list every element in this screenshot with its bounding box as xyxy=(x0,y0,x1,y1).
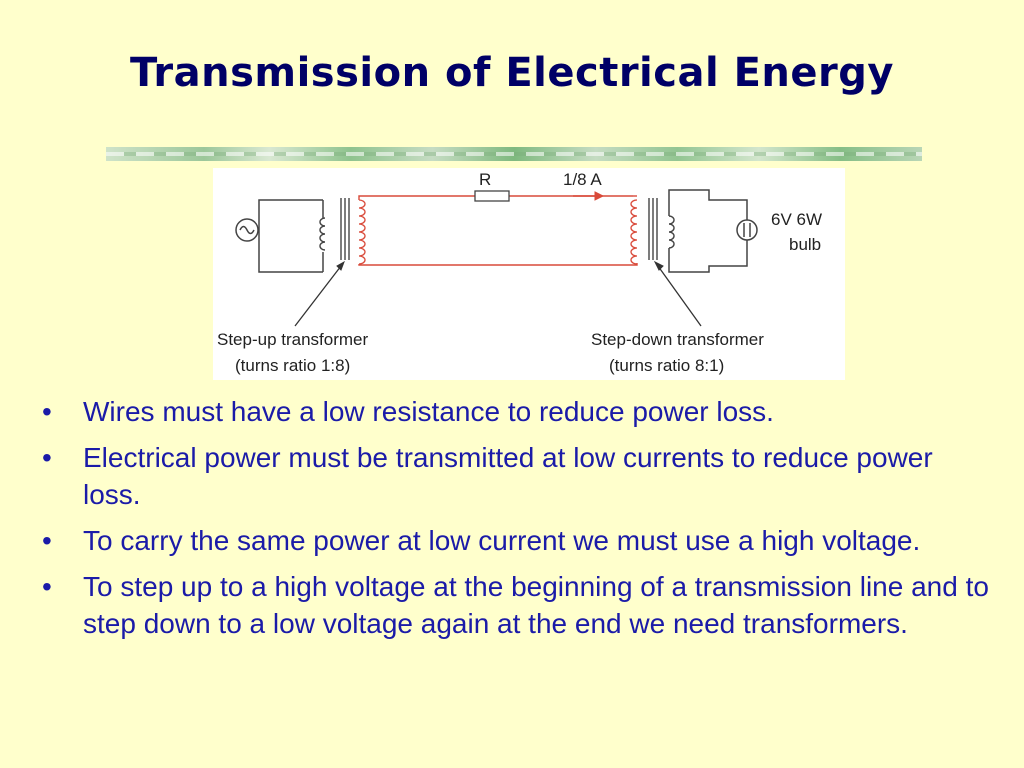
bullet-text: Wires must have a low resistance to redu… xyxy=(83,396,774,427)
bullet-text: Electrical power must be transmitted at … xyxy=(83,442,933,510)
stepdown-pointer-arrow xyxy=(653,260,702,327)
bulb-label-name: bulb xyxy=(789,235,821,254)
stepup-pointer-arrow xyxy=(294,260,345,327)
decorative-divider xyxy=(106,147,922,161)
bullet-marker: • xyxy=(42,571,52,602)
bullet-text: To carry the same power at low current w… xyxy=(83,525,921,556)
bullet-marker: • xyxy=(42,396,52,427)
resistor-icon xyxy=(474,190,510,202)
stepdown-transformer-icon xyxy=(648,198,675,260)
bullet-item: • Wires must have a low resistance to re… xyxy=(40,393,990,430)
transmission-diagram: R 1/8 A 6V 6W bulb Step-up transformer (… xyxy=(213,168,845,380)
stepdown-label: Step-down transformer xyxy=(591,330,764,349)
ac-source-icon xyxy=(235,218,259,242)
stepup-label: Step-up transformer xyxy=(217,330,369,349)
stepdown-ratio-label: (turns ratio 8:1) xyxy=(609,356,724,375)
stepdown-primary-coil xyxy=(630,199,638,265)
resistor-label: R xyxy=(479,170,491,189)
stepup-ratio-label: (turns ratio 1:8) xyxy=(235,356,350,375)
bulb-icon xyxy=(736,219,758,241)
stepup-transformer-icon xyxy=(319,198,350,260)
current-label: 1/8 A xyxy=(563,170,602,189)
bullet-text: To step up to a high voltage at the begi… xyxy=(83,571,989,639)
bullet-marker: • xyxy=(42,525,52,556)
bullet-marker: • xyxy=(42,442,52,473)
circuit-svg: R 1/8 A 6V 6W bulb Step-up transformer (… xyxy=(217,170,822,375)
transmission-line xyxy=(358,195,638,266)
bullet-list: • Wires must have a low resistance to re… xyxy=(40,393,990,651)
secondary-circuit xyxy=(668,189,748,273)
bullet-item: • Electrical power must be transmitted a… xyxy=(40,439,990,513)
bulb-label-rating: 6V 6W xyxy=(771,210,822,229)
bullet-item: • To step up to a high voltage at the be… xyxy=(40,568,990,642)
bullet-item: • To carry the same power at low current… xyxy=(40,522,990,559)
slide-title: Transmission of Electrical Energy xyxy=(130,50,894,96)
primary-circuit xyxy=(258,199,324,273)
stepup-secondary-coil xyxy=(358,199,366,265)
current-arrow-icon xyxy=(573,191,605,201)
